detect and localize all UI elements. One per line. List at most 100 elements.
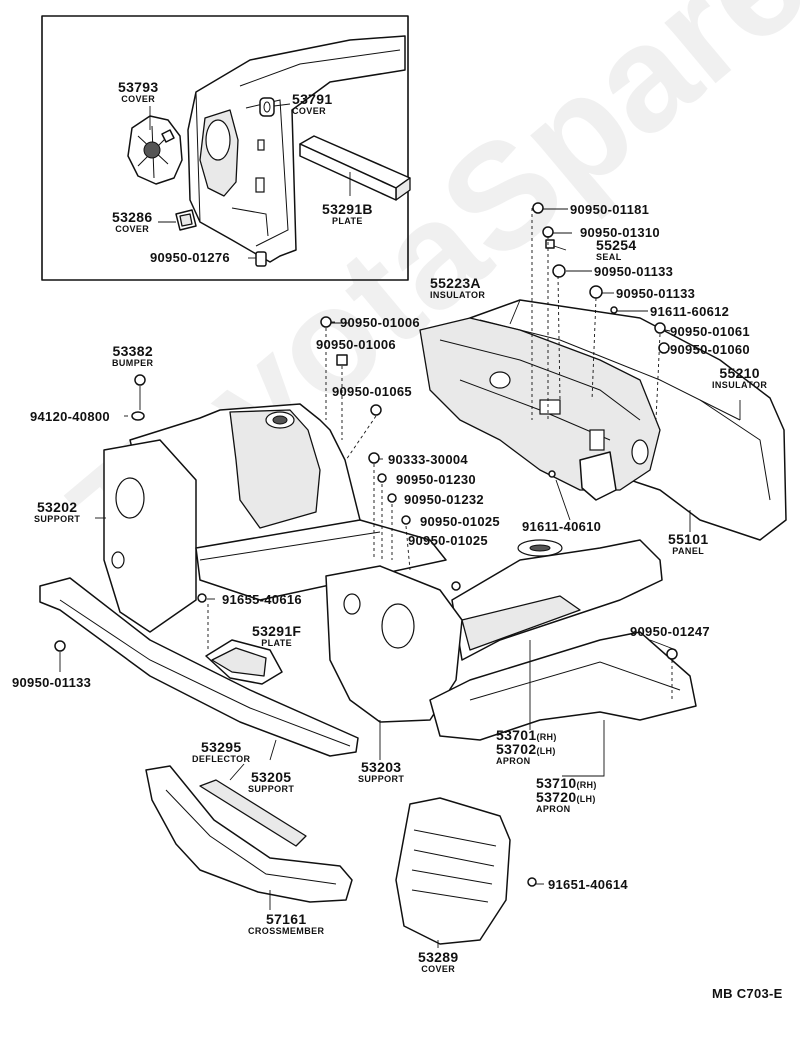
num-53701: 53701 [496, 727, 537, 743]
label-53289: 53289 COVER [418, 950, 458, 974]
part-53286-shape [175, 209, 197, 231]
leader-lines [59, 103, 741, 948]
part-description: INSULATOR [430, 290, 486, 300]
part-description: COVER [421, 964, 456, 974]
part-description: APRON [496, 756, 531, 766]
label-53295: 53295 DEFLECTOR [192, 740, 250, 764]
label-53291F: 53291F PLATE [252, 624, 301, 648]
part-number: 53793 [118, 79, 159, 95]
part-number: 53291F [252, 623, 302, 639]
part-number: 53203 [360, 759, 402, 775]
label-90950-01133-left: 90950-01133 [12, 675, 92, 690]
right-apron-illustration [325, 539, 697, 741]
part-number: 53205 [250, 769, 292, 785]
part-description: SEAL [596, 252, 622, 262]
label-91655-40616: 91655-40616 [222, 592, 302, 607]
part-number-rh: 53701(RH) [496, 728, 557, 742]
label-94120-40800: 94120-40800 [30, 409, 110, 424]
fastener-markers [54, 202, 678, 887]
part-number: 53791 [292, 91, 333, 107]
label-55101: 55101 PANEL [668, 532, 708, 556]
label-91611-40610: 91611-40610 [522, 519, 602, 534]
label-90950-01061: 90950-01061 [670, 324, 750, 339]
part-number-lh: 53720(LH) [536, 790, 597, 804]
label-53203: 53203 SUPPORT [358, 760, 404, 784]
part-description: PLATE [261, 638, 293, 648]
label-90950-01133-a: 90950-01133 [594, 264, 674, 279]
part-number: 55101 [668, 531, 709, 547]
label-57161: 57161 CROSSMEMBER [248, 912, 324, 936]
label-91651-40614: 91651-40614 [548, 877, 628, 892]
part-description: DEFLECTOR [192, 754, 251, 764]
part-53291F-shape [205, 639, 283, 685]
label-90333-30004: 90333-30004 [388, 452, 468, 467]
part-description: COVER [121, 94, 156, 104]
left-apron-illustration [103, 403, 447, 633]
label-53286: 53286 COVER [112, 210, 152, 234]
part-description: COVER [115, 224, 150, 234]
num-53720: 53720 [536, 789, 577, 805]
part-description: PLATE [332, 216, 363, 226]
part-number: 53202 [36, 499, 78, 515]
suffix-rh: (RH) [576, 780, 597, 790]
label-55254: 55254 SEAL [596, 238, 636, 262]
part-description: INSULATOR [712, 380, 768, 390]
part-number: 55254 [596, 237, 637, 253]
label-53710-53720: 53710(RH) 53720(LH) APRON [536, 776, 597, 814]
part-number: 53289 [418, 949, 459, 965]
label-90950-01065: 90950-01065 [332, 384, 412, 399]
part-90950-01276-shape [255, 251, 267, 267]
part-53791-shape [259, 97, 275, 117]
suffix-lh: (LH) [536, 746, 556, 756]
part-number: 53382 [112, 343, 153, 359]
part-number: 53295 [201, 739, 242, 755]
label-90950-01025-a: 90950-01025 [420, 514, 500, 529]
label-90950-01230: 90950-01230 [396, 472, 476, 487]
label-90950-01232: 90950-01232 [404, 492, 484, 507]
part-description: SUPPORT [34, 514, 81, 524]
inset-frame [41, 15, 409, 281]
label-90950-01006-a: 90950-01006 [340, 315, 420, 330]
label-53205: 53205 SUPPORT [248, 770, 294, 794]
label-55210: 55210 INSULATOR [712, 366, 767, 390]
part-53295-shape [199, 779, 307, 847]
part-number-lh: 53702(LH) [496, 742, 557, 756]
part-description: PANEL [672, 546, 705, 556]
part-53291B-shape [299, 135, 411, 201]
part-53793-shape [127, 115, 183, 185]
part-number: 55210 [719, 365, 760, 381]
part-description: CROSSMEMBER [248, 926, 325, 936]
part-description: SUPPORT [248, 784, 295, 794]
label-53791: 53791 COVER [292, 92, 332, 116]
part-57161-shape [145, 765, 353, 903]
label-90950-01276: 90950-01276 [150, 250, 230, 265]
part-description: SUPPORT [358, 774, 405, 784]
part-description: COVER [292, 106, 327, 116]
part-description: BUMPER [112, 358, 154, 368]
part-number: 55223A [430, 275, 481, 291]
label-55223A: 55223A INSULATOR [430, 276, 485, 300]
label-53202: 53202 SUPPORT [34, 500, 80, 524]
inset-panel-illustration [187, 35, 406, 263]
part-number-rh: 53710(RH) [536, 776, 597, 790]
label-53701-53702: 53701(RH) 53702(LH) APRON [496, 728, 557, 766]
suffix-rh: (RH) [536, 732, 557, 742]
part-number: 53286 [112, 209, 153, 225]
num-53702: 53702 [496, 741, 537, 757]
suffix-lh: (LH) [576, 794, 596, 804]
part-description: APRON [536, 804, 571, 814]
part-53289-shape [395, 797, 511, 945]
label-91611-60612: 91611-60612 [650, 304, 730, 319]
dash-panel-illustration [419, 299, 787, 541]
part-number: 57161 [265, 911, 307, 927]
label-90950-01025-b: 90950-01025 [408, 533, 488, 548]
part-number: 53291B [322, 201, 373, 217]
label-53382: 53382 BUMPER [112, 344, 153, 368]
num-53710: 53710 [536, 775, 577, 791]
label-90950-01060: 90950-01060 [670, 342, 750, 357]
label-90950-01247: 90950-01247 [630, 624, 710, 639]
label-90950-01181: 90950-01181 [570, 202, 650, 217]
label-90950-01310: 90950-01310 [580, 225, 660, 240]
label-90950-01006-b: 90950-01006 [316, 337, 396, 352]
